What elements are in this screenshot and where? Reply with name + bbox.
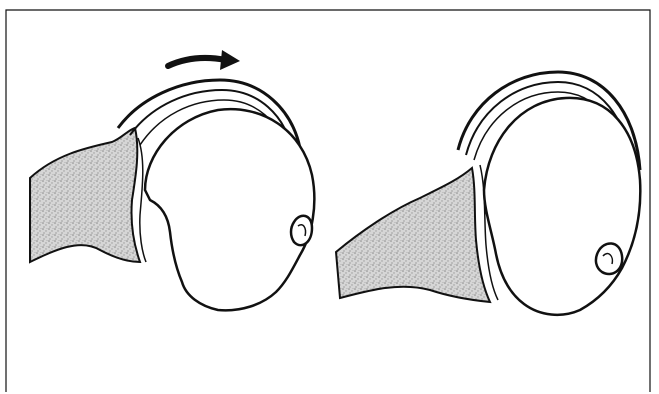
right-head-outline <box>484 98 640 315</box>
left-shaded-region <box>30 128 140 262</box>
right-panel <box>336 72 640 315</box>
left-ear <box>291 216 312 245</box>
left-region-edge <box>138 138 146 262</box>
right-ear <box>596 243 622 274</box>
left-panel <box>30 50 314 310</box>
right-shaded-region <box>336 168 490 302</box>
left-head-outline <box>145 109 314 310</box>
curved-arrow-icon <box>168 50 240 70</box>
